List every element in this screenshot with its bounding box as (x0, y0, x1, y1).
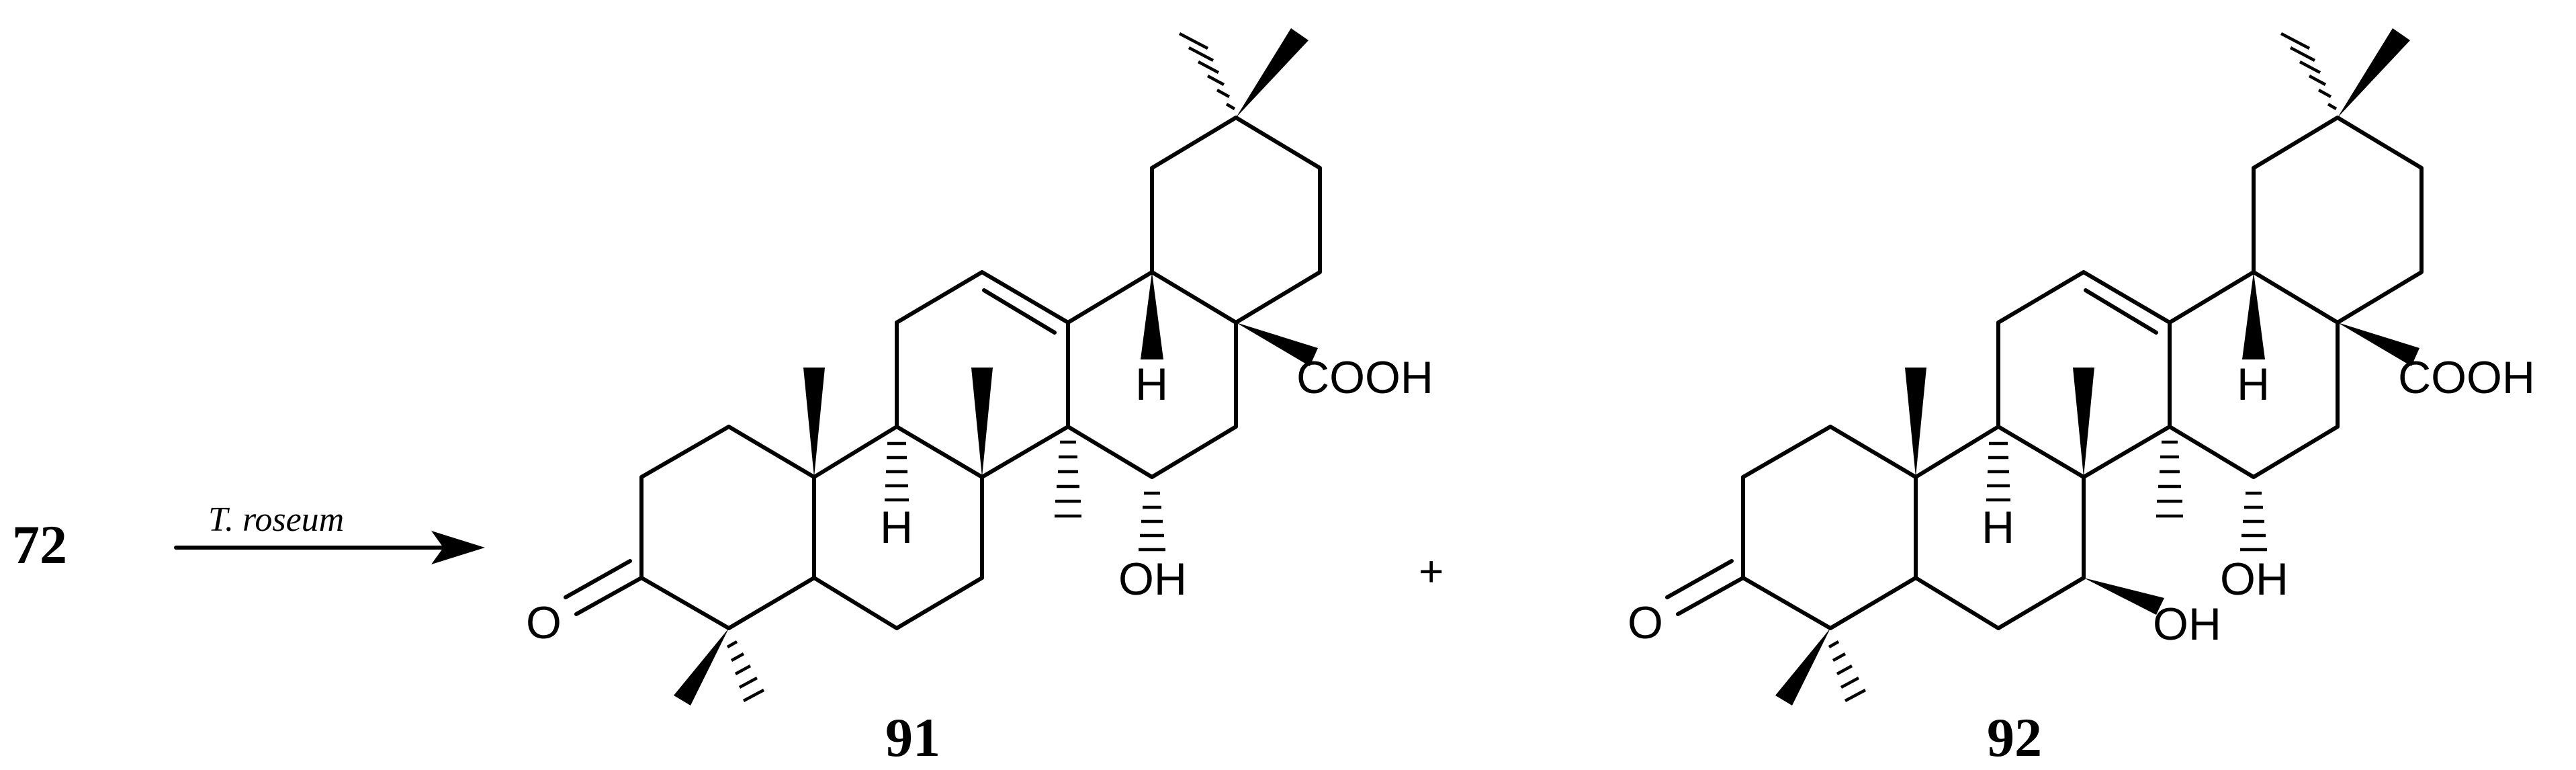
product-92-ketone-oxygen: O (1628, 597, 1663, 648)
product-92-label: 92 (1987, 707, 2042, 768)
product-92-h-label-c18: H (2237, 359, 2270, 410)
product-91-carboxylic-acid: COOH (1296, 352, 1433, 403)
product-92-hydroxyl-c7: OH (2153, 599, 2221, 650)
product-91-ketone-oxygen: O (526, 597, 562, 648)
product-91-hydroxyl: OH (1118, 554, 1187, 605)
reaction-arrow (174, 531, 485, 564)
starting-material-label: 72 (12, 514, 67, 575)
product-92-h-label-c9: H (1982, 502, 2014, 553)
product-91-h-label-c18: H (1135, 359, 1168, 410)
product-91-structure: O COOH H H OH (526, 28, 1433, 705)
product-92-structure: O COOH H H OH OH (1628, 28, 2535, 705)
product-92-hydroxyl-c15: OH (2220, 554, 2289, 605)
plus-sign: + (1419, 547, 1444, 595)
product-92-carboxylic-acid: COOH (2398, 352, 2535, 403)
product-91-h-label-c9: H (880, 502, 913, 553)
product-91-label: 91 (885, 707, 940, 768)
reagent-label: T. roseum (208, 501, 344, 539)
